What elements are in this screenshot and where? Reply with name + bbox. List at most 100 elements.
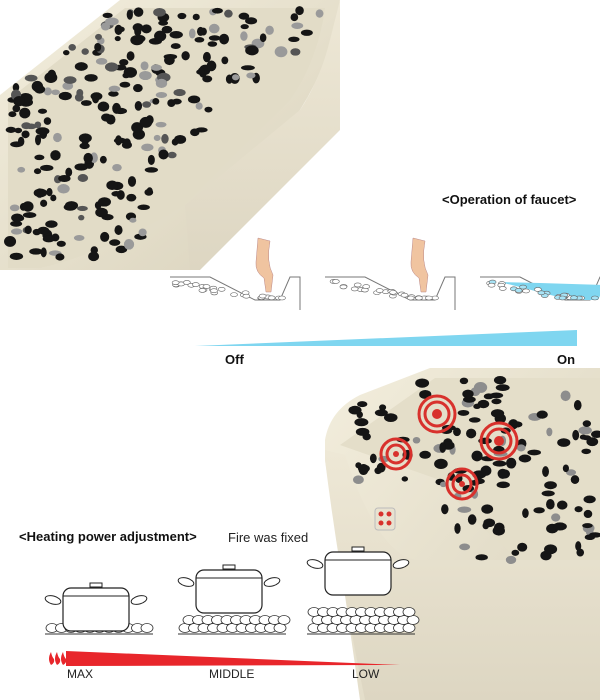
stone	[127, 176, 137, 187]
stone	[290, 13, 299, 22]
stone	[245, 45, 259, 56]
stone	[77, 174, 89, 182]
heater-coil	[479, 421, 519, 461]
stone	[88, 251, 100, 262]
stone	[522, 508, 529, 519]
stone	[34, 85, 46, 94]
stone	[586, 437, 599, 447]
stone	[140, 61, 149, 71]
product-render-top	[0, 0, 340, 270]
stone	[24, 225, 32, 235]
stone	[17, 166, 26, 173]
stone	[578, 426, 592, 435]
stone	[58, 91, 72, 101]
stone	[245, 17, 258, 25]
stone	[583, 495, 596, 504]
stone	[112, 163, 122, 172]
stone	[434, 458, 448, 470]
stone	[8, 111, 17, 118]
stone	[466, 428, 477, 439]
heating-note: Fire was fixed	[228, 530, 309, 545]
stone	[240, 31, 248, 41]
stone	[76, 88, 84, 97]
stone	[167, 151, 177, 159]
stone	[369, 453, 377, 464]
stone	[106, 180, 118, 191]
stone	[174, 135, 187, 144]
stone	[132, 23, 144, 32]
stone	[46, 188, 53, 197]
stone	[109, 239, 121, 246]
stone	[574, 506, 583, 513]
stone	[591, 430, 600, 438]
stone	[541, 490, 555, 497]
stone	[221, 56, 229, 65]
stone	[19, 107, 31, 119]
stone	[560, 390, 571, 402]
stone	[383, 413, 398, 422]
stone	[173, 89, 186, 97]
control-panel[interactable]	[374, 507, 396, 531]
stone	[374, 409, 388, 417]
stone	[139, 70, 152, 81]
faucet-off-label: Off	[225, 352, 244, 367]
faucet-on-label: On	[557, 352, 576, 367]
stone	[141, 24, 152, 34]
stone	[22, 212, 37, 218]
stone	[197, 67, 205, 75]
stone	[78, 214, 85, 221]
level-max-label: MAX	[67, 667, 94, 681]
stone	[14, 127, 23, 134]
stone	[492, 460, 507, 467]
stone	[152, 98, 160, 105]
stone	[527, 449, 541, 456]
stone	[126, 51, 135, 61]
stone	[34, 154, 45, 161]
stone	[352, 475, 364, 485]
stone	[544, 481, 557, 490]
stone	[459, 377, 469, 385]
stone	[122, 72, 130, 79]
heater-coil	[445, 467, 479, 501]
product-render-bottom	[325, 368, 600, 700]
stone	[240, 65, 255, 71]
stone	[47, 69, 57, 81]
stone	[208, 23, 220, 34]
hand-icon	[255, 237, 274, 293]
stone	[481, 504, 494, 514]
stone	[35, 134, 42, 146]
stone	[42, 235, 55, 243]
stone	[188, 28, 196, 39]
stone	[84, 74, 98, 82]
stone	[202, 51, 211, 63]
faucet-step-diagram	[325, 237, 456, 310]
stone	[108, 91, 119, 97]
stone	[462, 389, 474, 399]
stone	[582, 420, 591, 427]
stone	[401, 476, 409, 482]
stone	[204, 106, 213, 113]
stone	[101, 113, 112, 122]
faucet-step-diagram	[480, 276, 600, 301]
stone	[40, 247, 47, 258]
stone	[17, 136, 25, 147]
stone	[238, 12, 250, 20]
stone	[259, 33, 267, 43]
stone	[190, 128, 200, 137]
stone	[412, 436, 421, 444]
stone	[459, 543, 471, 551]
stone	[208, 35, 221, 41]
stone	[126, 193, 137, 202]
stone	[506, 457, 517, 469]
stone	[138, 228, 147, 237]
stone	[552, 522, 567, 531]
stone	[112, 102, 121, 114]
faucet-section-title: <Operation of faucet>	[442, 192, 577, 207]
stone	[194, 37, 205, 43]
stone	[33, 188, 48, 198]
stone	[546, 427, 553, 437]
stone	[126, 9, 133, 20]
stone	[105, 17, 119, 26]
stone	[454, 523, 461, 534]
stone	[493, 376, 507, 385]
